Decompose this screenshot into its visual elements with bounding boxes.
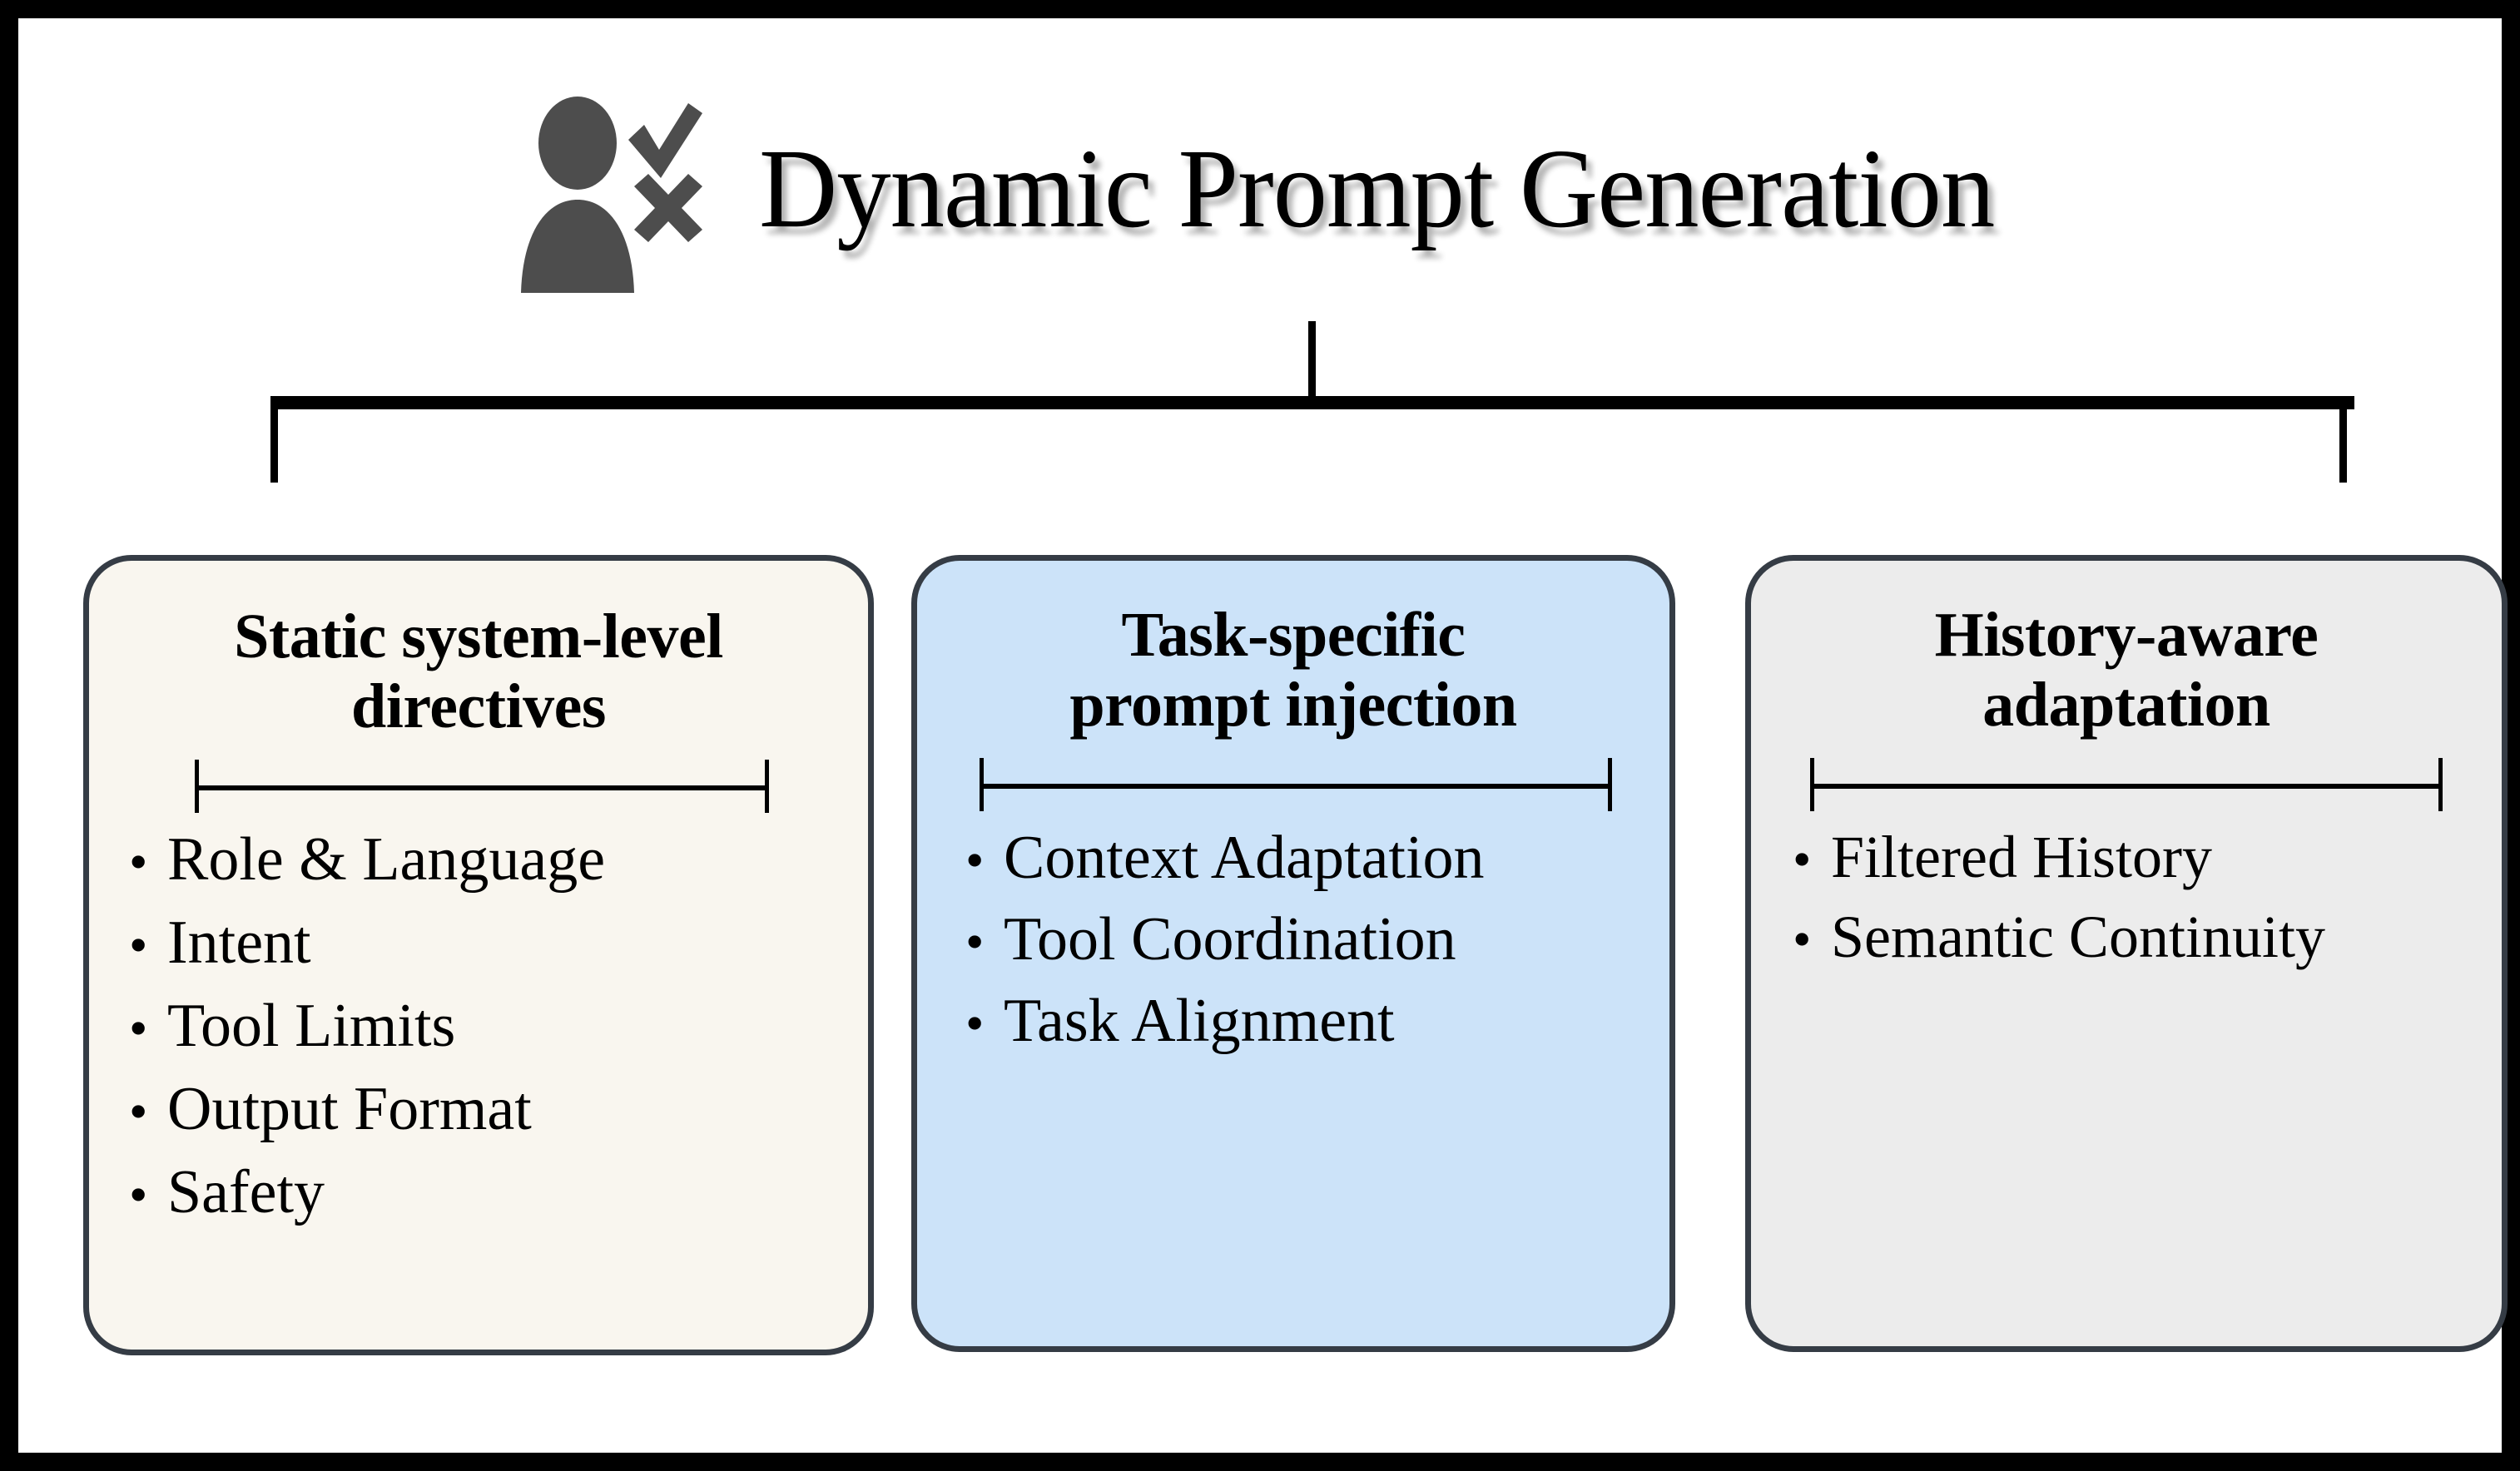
- list-item: • Context Adaptation: [965, 823, 1661, 894]
- card-separator-rule: [980, 758, 1612, 812]
- list-item-label: Tool Limits: [167, 991, 456, 1060]
- list-item: • Task Alignment: [965, 986, 1661, 1057]
- list-item: • Output Format: [129, 1074, 851, 1146]
- list-item: • Safety: [129, 1157, 851, 1229]
- list-item-label: Filtered History: [1831, 824, 2212, 891]
- bullet-dot-icon: •: [129, 998, 148, 1057]
- card-separator-rule: [195, 760, 769, 814]
- rule-tick-right: [2438, 758, 2443, 812]
- person-check-cross-icon: [518, 85, 709, 293]
- bullet-dot-icon: •: [965, 830, 985, 890]
- card-bullet-list: • Role & Language • Intent • Tool Limits • O…: [117, 825, 851, 1240]
- bullet-dot-icon: •: [129, 915, 148, 975]
- card-bullet-list: • Context Adaptation • Tool Coordination •…: [945, 823, 1661, 1067]
- bullet-dot-icon: •: [965, 912, 985, 972]
- connector-drop-right: [2339, 396, 2347, 483]
- card-history-aware-adaptation[interactable]: History-aware adaptation • Filtered Histo…: [1745, 555, 2508, 1352]
- bullet-dot-icon: •: [1793, 909, 1812, 968]
- card-static-system-level-directives[interactable]: Static system-level directives • Role & L…: [83, 555, 874, 1355]
- list-item-label: Task Alignment: [1004, 986, 1395, 1055]
- connector-drop-left: [270, 396, 278, 483]
- bullet-dot-icon: •: [129, 1164, 148, 1224]
- list-item-label: Tool Coordination: [1004, 905, 1456, 974]
- bullet-dot-icon: •: [1793, 830, 1812, 889]
- card-title: History-aware adaptation: [1779, 600, 2473, 740]
- list-item-label: Output Format: [167, 1074, 532, 1143]
- list-item-label: Semantic Continuity: [1831, 903, 2325, 970]
- rule-bar: [1810, 784, 2443, 790]
- card-title-line-2: adaptation: [1982, 669, 2270, 740]
- list-item-label: Context Adaptation: [1004, 824, 1485, 893]
- list-item: • Role & Language: [129, 825, 851, 896]
- list-item-label: Safety: [167, 1157, 325, 1226]
- card-title-line-1: History-aware: [1934, 600, 2319, 670]
- card-title-line-2: directives: [351, 671, 606, 741]
- card-title: Static system-level directives: [117, 602, 840, 741]
- list-item-label: Role & Language: [167, 825, 606, 894]
- card-bullet-list: • Filtered History • Semantic Continuity: [1779, 823, 2487, 982]
- card-title-line-1: Static system-level: [234, 602, 723, 671]
- connector-tree: [18, 301, 2520, 501]
- connector-bus: [270, 396, 2354, 409]
- rule-bar: [980, 784, 1612, 790]
- bullet-dot-icon: •: [129, 1081, 148, 1141]
- page-title: Dynamic Prompt Generation: [759, 126, 1995, 251]
- connector-stem: [1308, 321, 1316, 403]
- card-title-line-2: prompt injection: [1069, 669, 1517, 740]
- bullet-dot-icon: •: [129, 832, 148, 892]
- card-task-specific-prompt-injection[interactable]: Task-specific prompt injection • Context …: [911, 555, 1675, 1352]
- list-item: • Tool Coordination: [965, 904, 1661, 976]
- bullet-dot-icon: •: [965, 993, 985, 1052]
- list-item: • Intent: [129, 908, 851, 979]
- rule-tick-right: [765, 760, 769, 814]
- list-item-label: Intent: [167, 909, 311, 978]
- list-item: • Tool Limits: [129, 991, 851, 1062]
- list-item: • Semantic Continuity: [1793, 903, 2487, 973]
- card-title: Task-specific prompt injection: [945, 600, 1641, 740]
- diagram-header: Dynamic Prompt Generation: [518, 77, 2099, 301]
- rule-tick-right: [1608, 758, 1612, 812]
- rule-bar: [195, 785, 769, 791]
- card-title-line-1: Task-specific: [1121, 600, 1466, 670]
- list-item: • Filtered History: [1793, 823, 2487, 893]
- card-separator-rule: [1810, 758, 2443, 812]
